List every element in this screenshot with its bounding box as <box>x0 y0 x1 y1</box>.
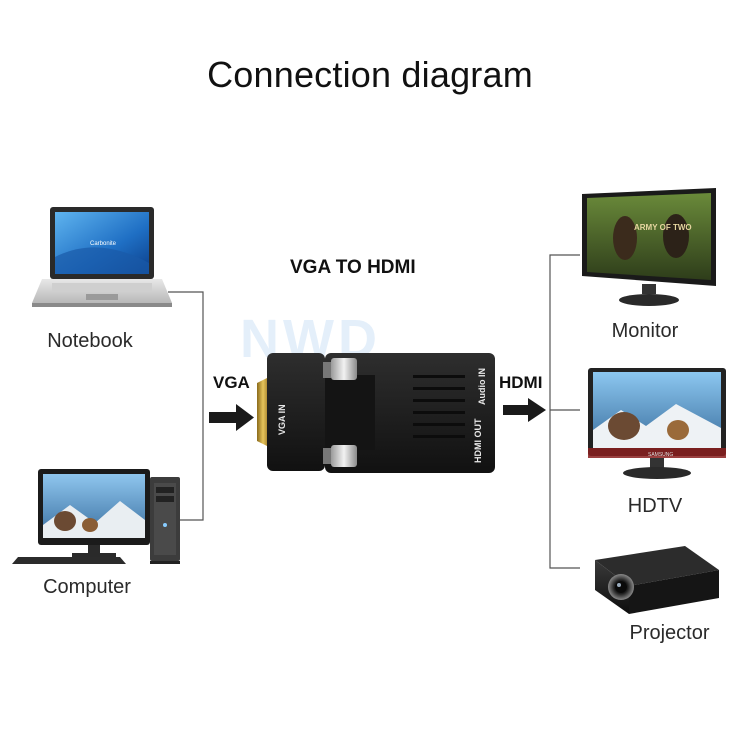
display-bracket-line <box>549 254 580 569</box>
adapter-title: VGA TO HDMI <box>290 257 416 278</box>
computer-label: Computer <box>43 576 131 598</box>
notebook-screen-text: Carbonite <box>90 241 117 247</box>
computer-image <box>12 469 180 564</box>
hdtv-label: HDTV <box>627 495 683 517</box>
output-arrow <box>503 398 546 422</box>
monitor-label: Monitor <box>611 320 679 342</box>
notebook-label: Notebook <box>47 330 133 352</box>
hdmi-out-port-label: HDMI OUT <box>473 418 483 463</box>
vga-in-port-label: VGA IN <box>277 404 287 435</box>
audio-in-port-label: Audio IN <box>477 368 487 405</box>
hdmi-label: HDMI <box>499 373 543 392</box>
vga-label: VGA <box>213 373 250 392</box>
input-arrow <box>209 404 254 431</box>
vga-hdmi-adapter-image: VGA IN HDMI OUT Audio IN <box>257 353 495 473</box>
source-bracket-line <box>168 291 204 521</box>
hdtv-brand-text: SAMSUNG <box>648 452 673 458</box>
projector-label: Projector <box>629 622 710 644</box>
hdtv-image: SAMSUNG <box>588 368 726 479</box>
monitor-image: ARMY OF TWO <box>582 188 716 306</box>
notebook-image: Carbonite <box>32 207 172 307</box>
page-title: Connection diagram <box>207 54 533 95</box>
monitor-screen-text: ARMY OF TWO <box>634 223 692 232</box>
projector-image <box>595 546 719 614</box>
